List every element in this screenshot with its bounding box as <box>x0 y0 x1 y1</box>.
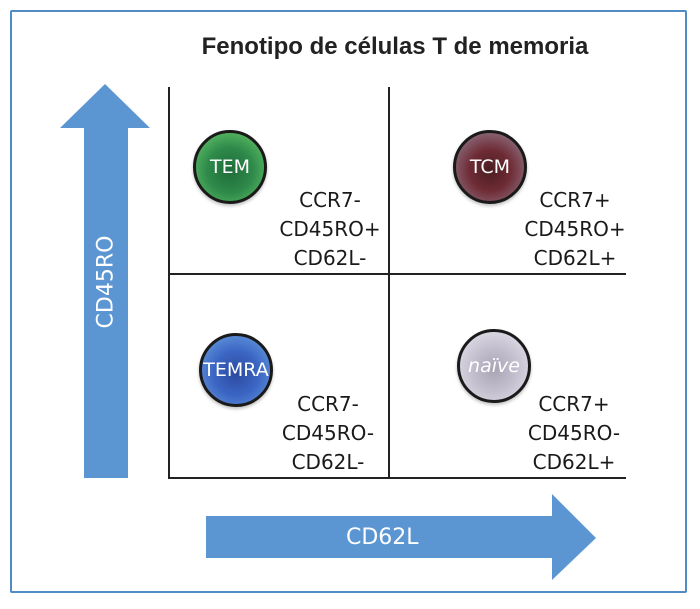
tcm-marker-cd62l: CD62L+ <box>533 246 617 270</box>
tem-cell-label: TEM <box>209 156 250 178</box>
tem-markers: CCR7- CD45RO+ CD62L- <box>272 186 388 273</box>
temra-cell-circle: TEMRA <box>199 333 273 407</box>
tcm-markers: CCR7+ CD45RO+ CD62L+ <box>515 186 635 273</box>
naive-marker-cd62l: CD62L+ <box>532 450 616 474</box>
tcm-cell-label: TCM <box>469 156 511 178</box>
naive-cell-label: naïve <box>468 355 520 377</box>
y-axis-label: CD45RO <box>93 235 119 329</box>
center-vertical-line <box>388 87 390 479</box>
tem-marker-ccr7: CCR7- <box>299 188 361 212</box>
diagram-frame <box>10 10 687 593</box>
temra-markers: CCR7- CD45RO- CD62L- <box>268 390 388 477</box>
cd62l-arrow-shape <box>206 494 596 580</box>
diagram-title: Fenotipo de células T de memoria <box>201 33 589 60</box>
tem-cell-circle: TEM <box>193 130 267 204</box>
cd45ro-arrow <box>60 84 150 478</box>
tem-marker-cd62l: CD62L- <box>293 246 367 270</box>
naive-cell-circle: naïve <box>457 329 531 403</box>
cd45ro-arrow-shape <box>60 84 150 478</box>
center-horizontal-line <box>168 273 626 275</box>
x-axis-label: CD62L <box>346 525 419 550</box>
bottom-axis-line <box>168 477 626 479</box>
temra-marker-cd45ro: CD45RO- <box>281 421 375 445</box>
naive-marker-cd45ro: CD45RO- <box>527 421 621 445</box>
temra-marker-ccr7: CCR7- <box>297 392 359 416</box>
tcm-marker-ccr7: CCR7+ <box>539 188 611 212</box>
temra-marker-cd62l: CD62L- <box>291 450 365 474</box>
cd62l-arrow <box>206 494 596 580</box>
left-axis-line <box>168 87 170 479</box>
tcm-marker-cd45ro: CD45RO+ <box>524 217 626 241</box>
temra-cell-label: TEMRA <box>203 359 269 381</box>
tcm-cell-circle: TCM <box>453 130 527 204</box>
naive-marker-ccr7: CCR7+ <box>538 392 610 416</box>
naive-markers: CCR7+ CD45RO- CD62L+ <box>512 390 636 477</box>
tem-marker-cd45ro: CD45RO+ <box>279 217 381 241</box>
